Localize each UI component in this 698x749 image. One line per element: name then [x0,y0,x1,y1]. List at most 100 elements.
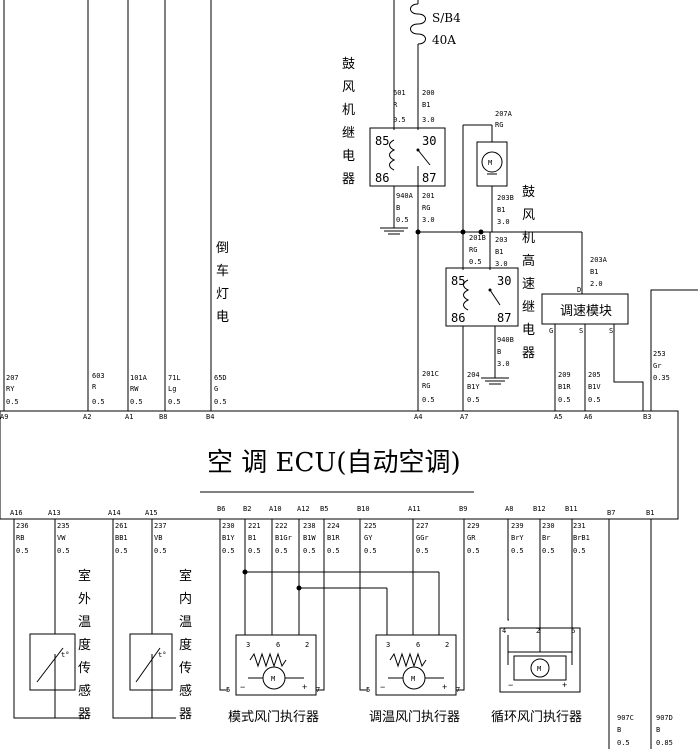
svg-text:B1W: B1W [303,534,316,542]
speed-module: 调速模块 D G S S [541,286,629,335]
svg-text:RG: RG [469,246,477,254]
svg-text:度: 度 [179,637,192,653]
svg-text:B6: B6 [217,505,225,513]
svg-text:A6: A6 [584,413,592,421]
svg-text:RG: RG [495,121,503,129]
svg-text:−: − [380,682,385,692]
svg-text:B5: B5 [320,505,328,513]
svg-text:B8: B8 [159,413,167,421]
svg-text:224: 224 [327,522,340,530]
svg-text:车: 车 [216,263,229,279]
svg-text:BB1: BB1 [115,534,128,542]
svg-text:0.5: 0.5 [558,396,571,404]
svg-text:0.5: 0.5 [542,547,555,555]
svg-text:2: 2 [536,627,540,635]
svg-text:倒: 倒 [216,241,229,256]
outdoor-sensor: t° [29,633,76,691]
svg-text:Br: Br [542,534,550,542]
svg-text:207A: 207A [495,110,513,118]
svg-text:继: 继 [342,126,355,141]
high-relay-label: 鼓 风 机 高 速 继 电 器 [522,185,535,361]
svg-text:RG: RG [422,204,430,212]
blower-motor-wire-labels: 207A RG 203B B1 3.0 [495,110,514,226]
svg-text:t°: t° [158,651,166,659]
outdoor-sensor-wires [13,519,86,719]
svg-text:A7: A7 [460,413,468,421]
ecu-title: 空 调 ECU(自动空调) [207,448,461,478]
svg-text:VB: VB [154,534,162,542]
svg-text:BrB1: BrB1 [573,534,590,542]
bottom-pins: A16 A13 A14 A15 B6 B2 A10 A12 B5 B10 A11… [10,505,654,517]
svg-text:204: 204 [467,371,480,379]
svg-text:238: 238 [303,522,316,530]
svg-text:0.5: 0.5 [303,547,316,555]
svg-text:601: 601 [393,89,406,97]
svg-text:鼓: 鼓 [522,185,535,200]
svg-text:RY: RY [6,385,15,393]
reverse-lamp-label: 倒 车 灯 电 [216,241,229,325]
svg-text:B1: B1 [497,206,505,214]
svg-text:101A: 101A [130,374,148,382]
svg-text:内: 内 [179,591,192,607]
svg-text:温: 温 [179,615,192,630]
svg-text:3: 3 [386,641,390,649]
svg-text:GGr: GGr [416,534,429,542]
svg-text:调速模块: 调速模块 [560,304,612,319]
fuse-rating: 40A [432,33,456,47]
svg-text:Gr: Gr [653,362,661,370]
svg-text:RB: RB [16,534,24,542]
svg-text:71L: 71L [168,374,181,382]
mode-actuator: M 3 6 2 5 7 − + [226,634,320,696]
svg-text:B: B [497,348,501,356]
svg-text:85: 85 [375,134,389,148]
svg-text:231: 231 [573,522,586,530]
svg-text:B1: B1 [248,534,256,542]
svg-text:B1Gr: B1Gr [275,534,292,542]
ground-icon [380,227,408,235]
svg-text:A10: A10 [269,505,282,513]
svg-text:B1R: B1R [558,383,571,391]
svg-text:B1: B1 [590,268,598,276]
svg-text:+: + [302,682,307,692]
svg-text:85: 85 [451,274,465,288]
svg-text:+: + [562,680,567,690]
top-left-wires [3,0,212,411]
svg-text:B1: B1 [646,509,654,517]
svg-text:0.5: 0.5 [467,396,480,404]
speed-module-labels: 203A B1 2.0 [590,256,608,288]
svg-text:A12: A12 [297,505,310,513]
svg-text:261: 261 [115,522,128,530]
svg-text:30: 30 [497,274,511,288]
svg-text:6: 6 [276,641,280,649]
svg-text:B3: B3 [643,413,651,421]
svg-text:B1Y: B1Y [222,534,235,542]
high-relay-out-labels: 940B B 3.0 204 B1Y 0.5 [467,336,514,404]
svg-text:0.5: 0.5 [422,396,435,404]
ecu-box [0,410,679,520]
svg-text:器: 器 [342,172,355,187]
svg-text:GR: GR [467,534,476,542]
svg-text:0.85: 0.85 [656,739,673,747]
svg-text:外: 外 [78,592,91,607]
svg-text:电: 电 [342,149,355,164]
svg-text:236: 236 [16,522,29,530]
svg-text:0.5: 0.5 [511,547,524,555]
svg-text:253: 253 [653,350,666,358]
svg-text:电: 电 [522,323,535,338]
svg-text:0.5: 0.5 [130,398,143,406]
fuse-name: S/B4 [432,11,461,25]
svg-text:30: 30 [422,134,436,148]
svg-text:高: 高 [522,253,535,269]
svg-text:M: M [537,665,541,673]
svg-text:6: 6 [416,641,420,649]
svg-text:0.5: 0.5 [222,547,235,555]
svg-text:感: 感 [78,683,91,699]
blower-relay: 85 86 30 87 [369,127,446,187]
svg-text:A8: A8 [505,505,513,513]
svg-text:5: 5 [226,686,230,694]
svg-text:A15: A15 [145,509,158,517]
outdoor-sensor-label: 室 外 温 度 传 感 器 [78,568,91,722]
svg-text:7: 7 [456,686,460,694]
svg-text:239: 239 [511,522,524,530]
svg-text:B11: B11 [565,505,578,513]
